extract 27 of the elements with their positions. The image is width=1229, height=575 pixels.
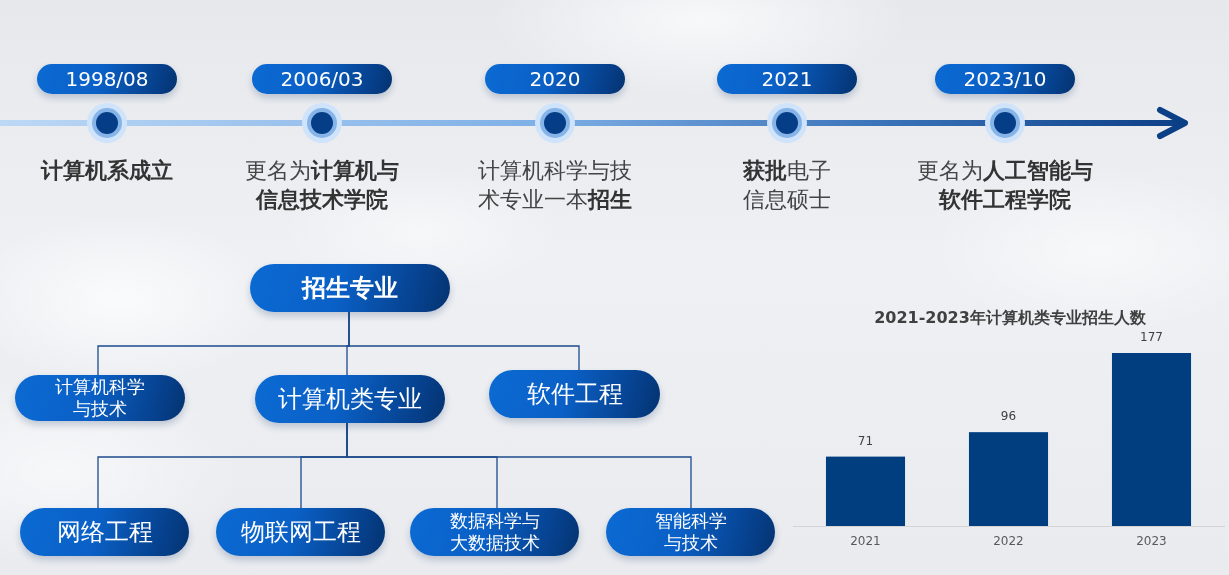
date-pill: 2023/10 [935, 64, 1075, 94]
category-label: 2021 [849, 533, 882, 549]
event-description: 更名为计算机与信息技术学院 [244, 157, 400, 214]
event-description: 计算机系成立 [39, 157, 174, 185]
major-pill: 数据科学与大数据技术 [410, 508, 579, 556]
chart-title: 2021-2023年计算机类专业招生人数 [873, 308, 1147, 328]
category-label: 2022 [992, 533, 1025, 549]
event-description: 更名为人工智能与软件工程学院 [916, 157, 1094, 214]
major-pill: 招生专业 [250, 264, 450, 312]
category-label: 2023 [1135, 533, 1168, 549]
event-description: 计算机科学与技术专业一本招生 [477, 157, 633, 214]
major-pill: 计算机科学与技术 [15, 375, 185, 421]
date-pill: 2020 [485, 64, 625, 94]
major-pill: 计算机类专业 [255, 375, 445, 423]
date-pill: 1998/08 [37, 64, 177, 94]
connector-line [348, 311, 580, 371]
event-description: 获批电子信息硕士 [742, 157, 832, 214]
date-pill: 2006/03 [252, 64, 392, 94]
major-pill: 网络工程 [20, 508, 189, 556]
connector-line [346, 422, 692, 509]
value-label: 96 [999, 408, 1018, 425]
major-pill: 物联网工程 [216, 508, 385, 556]
major-pill: 智能科学与技术 [606, 508, 775, 556]
value-label: 177 [1139, 329, 1164, 345]
major-pill: 软件工程 [489, 370, 660, 418]
date-pill: 2021 [717, 64, 857, 94]
value-label: 71 [856, 432, 875, 449]
